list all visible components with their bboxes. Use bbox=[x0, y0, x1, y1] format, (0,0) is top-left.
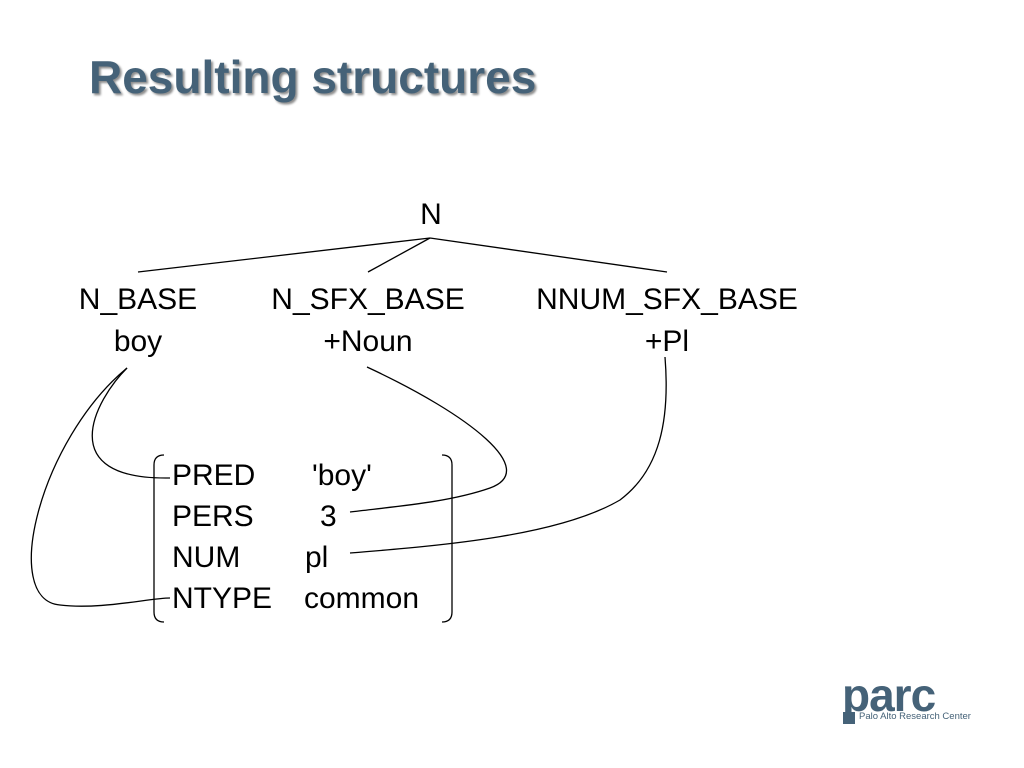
map-boy-to-pred bbox=[91, 367, 171, 479]
fstructure-attr-num: NUM bbox=[172, 541, 241, 574]
parc-logo-wordmark: parc bbox=[842, 669, 936, 721]
tree-node-value-noun: +Noun bbox=[323, 325, 413, 358]
fstructure-value-num: pl bbox=[305, 541, 329, 574]
fstructure-left-bracket bbox=[153, 454, 165, 623]
fstructure-attr-ntype: NTYPE bbox=[172, 582, 273, 615]
tree-node-label-n-sfx-base: N_SFX_BASE bbox=[271, 283, 465, 316]
map-pl-to-num bbox=[349, 356, 667, 554]
tree-node-value-boy: boy bbox=[113, 325, 163, 358]
parc-logo: parc Palo Alto Research Center bbox=[842, 672, 982, 728]
fstructure-value-pers: 3 bbox=[320, 500, 337, 533]
tree-node-label-n-base: N_BASE bbox=[78, 283, 198, 316]
tree-node-label-nnum-sfx-base: NNUM_SFX_BASE bbox=[536, 283, 798, 316]
tree-node-value-pl: +Pl bbox=[644, 325, 690, 358]
parc-logo-mark bbox=[843, 712, 855, 724]
edge-n-to-n-base bbox=[137, 237, 431, 273]
slide-title: Resulting structures bbox=[89, 51, 537, 103]
fstructure-value-ntype: common bbox=[304, 582, 420, 615]
map-boy-to-ntype bbox=[30, 367, 171, 607]
edge-n-to-n-sfx-base bbox=[367, 237, 431, 273]
edge-n-to-nnum-sfx-base bbox=[429, 237, 668, 273]
map-noun-to-pers bbox=[349, 366, 508, 513]
parc-logo-tagline: Palo Alto Research Center bbox=[859, 711, 971, 722]
fstructure-right-bracket bbox=[441, 454, 453, 623]
tree-root-label: N bbox=[420, 198, 442, 231]
fstructure-attr-pred: PRED bbox=[172, 459, 256, 492]
fstructure-value-pred: 'boy' bbox=[312, 459, 372, 492]
fstructure-attr-pers: PERS bbox=[172, 500, 254, 533]
